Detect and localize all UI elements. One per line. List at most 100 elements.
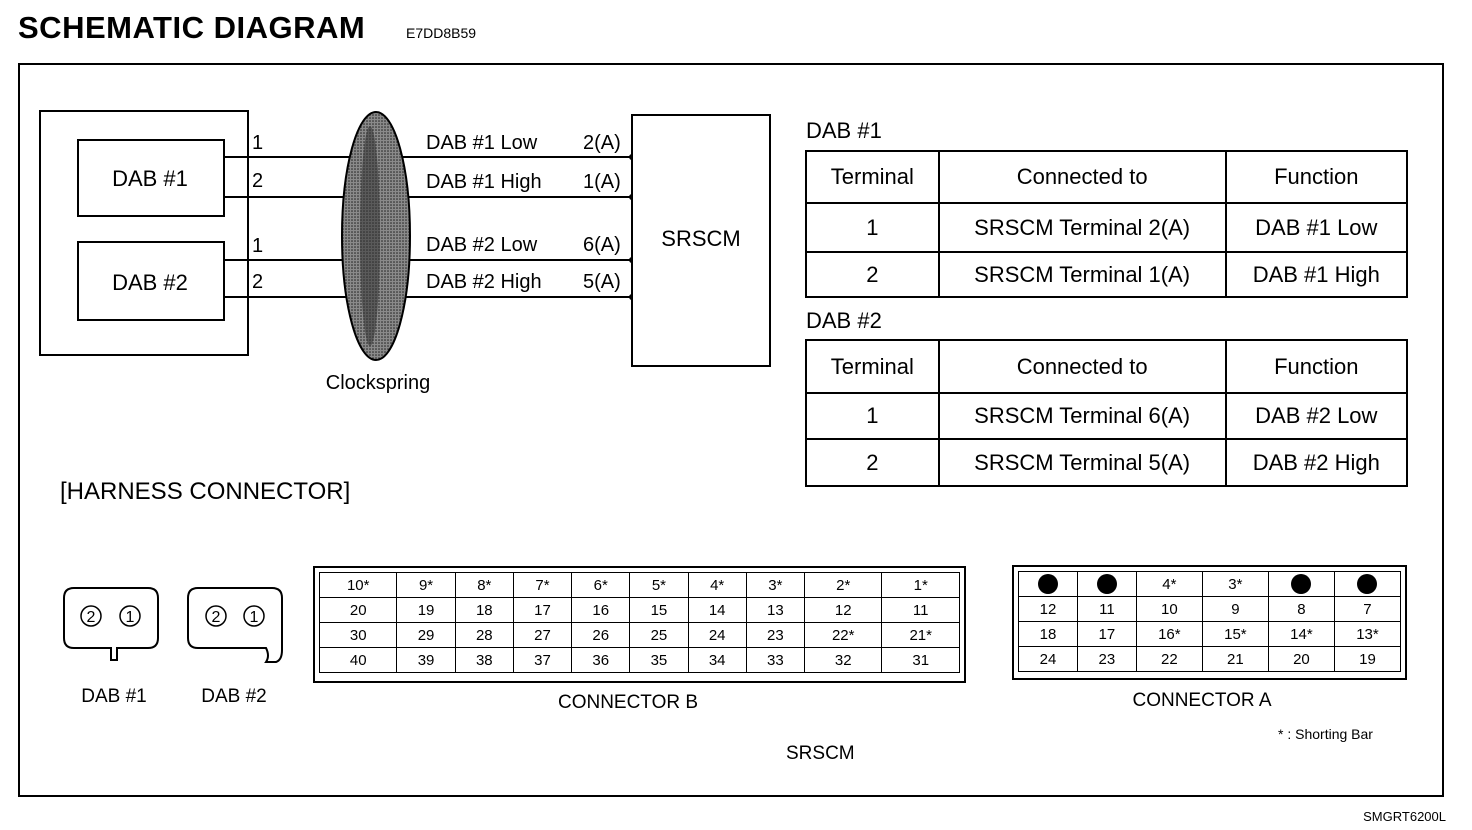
dab2-terminal-table: Terminal Connected to Function 1 SRSCM T…	[805, 339, 1409, 487]
shorting-bar-note: * : Shorting Bar	[1278, 726, 1373, 742]
blocked-pin-dot	[1018, 571, 1078, 597]
pin-cell: 8*	[454, 572, 514, 598]
pin-cell: 21*	[881, 622, 960, 648]
pin-cell: 29	[396, 622, 456, 648]
pin-cell: 31	[881, 647, 960, 673]
pin-cell: 22	[1135, 646, 1203, 672]
pin-cell: 40	[318, 647, 398, 673]
terminal-label: 6(A)	[583, 234, 621, 256]
table-cell: SRSCM Terminal 5(A)	[937, 438, 1227, 487]
column-header: Function	[1224, 150, 1409, 204]
table-row: 2 SRSCM Terminal 5(A) DAB #2 High	[805, 438, 1409, 487]
dab1-pin1-number: 1	[252, 132, 263, 154]
pin-cell: 12	[1018, 596, 1078, 622]
table-cell: 2	[805, 251, 940, 298]
dab2-pin1-number: 1	[252, 235, 263, 257]
pin-cell: 14	[687, 597, 747, 623]
wire-label: DAB #2 High	[426, 271, 542, 293]
pin-cell: 19	[396, 597, 456, 623]
pin-cell: 39	[396, 647, 456, 673]
table-header-row: Terminal Connected to Function	[805, 339, 1409, 394]
pin-cell: 19	[1333, 646, 1402, 672]
pin-cell: 24	[1018, 646, 1078, 672]
terminal-label: 2(A)	[583, 132, 621, 154]
dab1-pin2-number: 2	[252, 170, 263, 192]
table-cell: 2	[805, 438, 940, 487]
pin-cell: 3*	[1201, 571, 1269, 597]
table-row: 2 SRSCM Terminal 1(A) DAB #1 High	[805, 251, 1409, 298]
table-cell: 1	[805, 202, 940, 253]
pin-cell: 13*	[1333, 621, 1402, 647]
harness-connector-title: [HARNESS CONNECTOR]	[60, 478, 351, 505]
pin-cell: 11	[881, 597, 960, 623]
dab1-box	[77, 139, 225, 217]
pin-cell: 14*	[1267, 621, 1335, 647]
pin-cell: 10	[1135, 596, 1203, 622]
pin-cell: 36	[571, 647, 631, 673]
pin-cell: 5*	[629, 572, 689, 598]
pin-cell: 7	[1333, 596, 1402, 622]
pin-cell: 23	[745, 622, 805, 648]
pin-cell: 25	[629, 622, 689, 648]
steering-wheel-box	[39, 110, 249, 356]
table-row: 1 SRSCM Terminal 6(A) DAB #2 Low	[805, 392, 1409, 440]
pin-cell: 20	[318, 597, 398, 623]
pin-cell: 16*	[1135, 621, 1203, 647]
wire-label: DAB #1 High	[426, 171, 542, 193]
pin-cell: 32	[803, 647, 883, 673]
pin-cell: 17	[1076, 621, 1137, 647]
pin-row: 4*3*	[1018, 571, 1402, 597]
column-header: Terminal	[805, 150, 940, 204]
wire-label: DAB #2 Low	[426, 234, 538, 256]
figure-code: SMGRT6200L	[1363, 809, 1446, 824]
dab1-label: DAB #1	[112, 166, 188, 191]
table-cell: SRSCM Terminal 6(A)	[937, 392, 1227, 440]
blocked-pin-icon	[1096, 574, 1117, 594]
wire-label: DAB #1 Low	[426, 132, 538, 154]
blocked-pin-dot	[1267, 571, 1335, 597]
blocked-pin-icon	[1357, 574, 1378, 594]
table-row: 1 SRSCM Terminal 2(A) DAB #1 Low	[805, 202, 1409, 253]
pin-cell: 15*	[1201, 621, 1269, 647]
srscm-label: SRSCM	[661, 226, 740, 251]
pin-row: 10*9*8*7*6*5*4*3*2*1*	[318, 572, 960, 598]
dab1-connector-shape	[63, 587, 159, 661]
pin-cell: 4*	[687, 572, 747, 598]
pin-cell: 13	[745, 597, 805, 623]
terminal-label: 1(A)	[583, 171, 621, 193]
dab1-connector-label: DAB #1	[81, 686, 146, 707]
pin-cell: 35	[629, 647, 689, 673]
pin-cell: 18	[1018, 621, 1078, 647]
srscm-box	[631, 114, 771, 367]
table-cell: 1	[805, 392, 940, 440]
pin-cell: 3*	[745, 572, 805, 598]
pin-cell: 28	[454, 622, 514, 648]
clockspring-label: Clockspring	[326, 372, 430, 394]
dab2-connector-label: DAB #2	[201, 686, 266, 707]
document-code: E7DD8B59	[406, 25, 477, 41]
pin-cell: 34	[687, 647, 747, 673]
pin-cell: 11	[1076, 596, 1137, 622]
pin-cell: 37	[512, 647, 573, 673]
dab2-table-title: DAB #2	[806, 308, 882, 333]
blocked-pin-icon	[1037, 574, 1058, 594]
table-cell: DAB #2 Low	[1224, 392, 1409, 440]
terminal-label: 5(A)	[583, 271, 621, 293]
pin-cell: 12	[803, 597, 883, 623]
diagram-frame	[18, 63, 1444, 797]
pin-cell: 22*	[803, 622, 883, 648]
pin-cell: 10*	[318, 572, 398, 598]
column-header: Connected to	[937, 339, 1227, 394]
pin-cell: 20	[1267, 646, 1335, 672]
pin-cell: 26	[571, 622, 631, 648]
pin-cell: 15	[629, 597, 689, 623]
pin-cell: 16	[571, 597, 631, 623]
table-cell: DAB #2 High	[1224, 438, 1409, 487]
